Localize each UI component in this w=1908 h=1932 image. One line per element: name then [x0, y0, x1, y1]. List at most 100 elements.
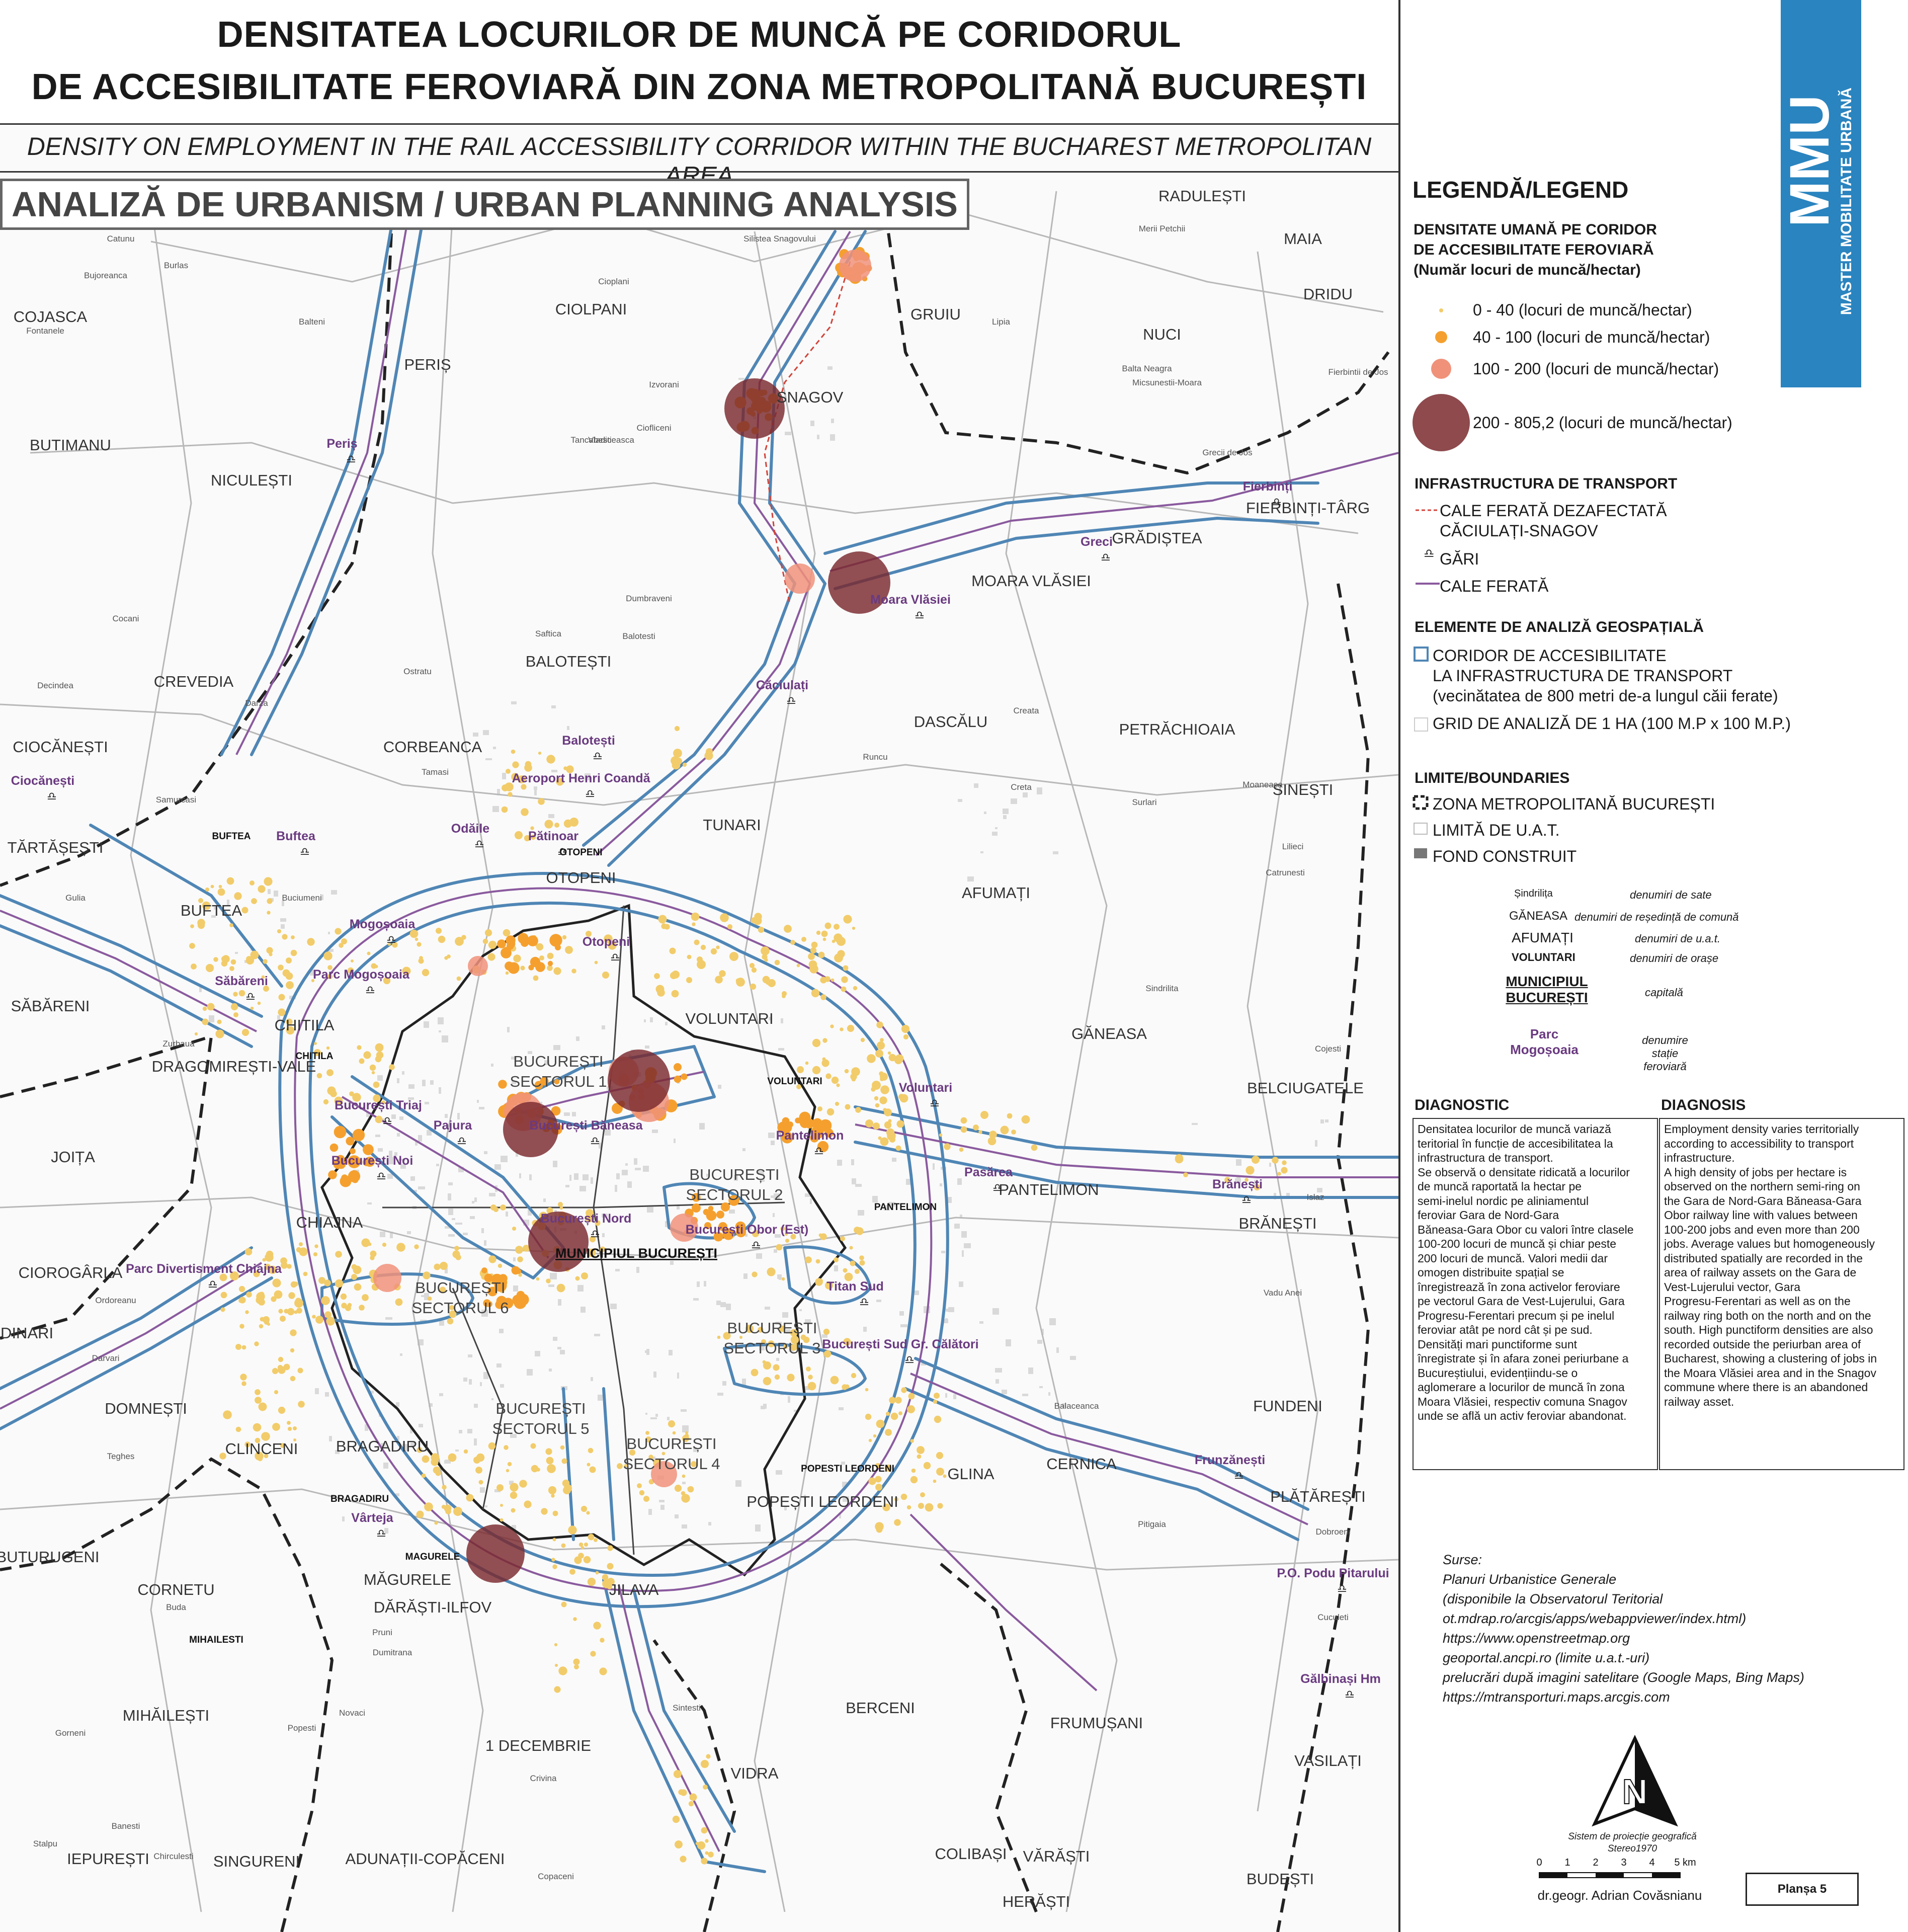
village-label: Zurbaua — [162, 1039, 195, 1049]
en-line: A high density of jobs per hectare is — [1664, 1165, 1847, 1179]
village-label: Dumbraveni — [626, 594, 672, 603]
en-line: the Moara Vlăsiei area and in the Snagov — [1664, 1366, 1876, 1380]
village-label: Tamasi — [422, 767, 449, 777]
ro-line: omogen distribuite spațial se — [1418, 1266, 1564, 1279]
title-block: DENSITATEA LOCURILOR DE MUNCĂ PE CORIDOR… — [0, 0, 1398, 125]
village-label: Tancabesti — [570, 435, 611, 445]
map-canvas[interactable]: RADULEȘTIMAIADRIDUGRUIUNUCICIOLPANISNAGO… — [0, 0, 1398, 1932]
uat-label: HERĂȘTI — [1003, 1893, 1070, 1910]
station-icon: ♎ — [915, 609, 925, 622]
uat-label: PERIȘ — [404, 356, 451, 373]
station-icon: ♎ — [610, 951, 620, 964]
ro-line: semi-inelul nordic pe aliniamentul — [1418, 1194, 1589, 1208]
uat-label: PLĂTĂREȘTI — [1270, 1488, 1366, 1505]
north-letter: N — [1622, 1772, 1648, 1811]
transport-symbols: ♎ — [1416, 509, 1440, 585]
station-label: Mogoșoaia — [350, 917, 416, 931]
uat-label: CLINCENI — [225, 1440, 298, 1458]
brand-long: MASTER MOBILITATE URBANĂ — [1838, 88, 1855, 315]
station-label: Frunzănești — [1195, 1453, 1265, 1467]
village-label: Sindrilita — [1145, 984, 1179, 993]
station-label: Gălbinași Hm — [1300, 1672, 1381, 1686]
station-icon: ♎ — [593, 750, 603, 763]
uat-label: MIHĂILEȘTI — [123, 1707, 209, 1724]
uat-label: SNAGOV — [777, 388, 844, 406]
transport-railway: CALE FERATĂ — [1440, 577, 1549, 595]
village-label: Copaceni — [538, 1872, 574, 1881]
station-label: Parc Mogoșoaia — [313, 968, 410, 982]
uat-label: POPEȘTI LEORDENI — [746, 1493, 898, 1510]
village-label: Sintesti — [673, 1703, 701, 1713]
transport-disused-2: CĂCIULAȚI-SNAGOV — [1440, 522, 1598, 540]
uat-boundaries — [0, 191, 1398, 1912]
ro-line: 200 locuri de muncă. Valori medii dar — [1418, 1251, 1608, 1265]
author: dr.geogr. Adrian Covăsnianu — [1537, 1888, 1702, 1903]
village-label: Ciofliceni — [637, 423, 672, 433]
station-icon: ♎ — [245, 991, 256, 1003]
town-label: VOLUNTARI — [767, 1076, 822, 1087]
uat-label: BELCIUGATELE — [1247, 1079, 1364, 1097]
scale-tick-0: 0 — [1536, 1857, 1542, 1868]
village-label: Dumitrana — [373, 1648, 412, 1657]
uat-label: VĂRĂȘTI — [1023, 1847, 1090, 1865]
ro-line: infrastructura de transport. — [1418, 1151, 1553, 1164]
station-label: București Obor (Est) — [686, 1223, 808, 1237]
station-icon: ♎ — [814, 1145, 824, 1158]
station-label: Greci — [1081, 535, 1113, 549]
village-label: Islaz — [1307, 1192, 1324, 1202]
station-label: București Nord — [541, 1212, 632, 1226]
uat-label: VASILAȚI — [1294, 1752, 1362, 1769]
station-label: București Sud Gr. Călători — [822, 1337, 978, 1351]
ro-line: Băneasa-Gara Obor cu valori între clasel… — [1418, 1223, 1634, 1236]
station-icon: ♎ — [1241, 1194, 1252, 1206]
uat-label: CHITILA — [275, 1016, 335, 1034]
village-label: Balotesti — [622, 631, 655, 641]
uat-label: BALOTEȘTI — [526, 653, 612, 670]
station-label: Otopeni — [583, 935, 630, 949]
station-icon: ♎ — [1345, 1688, 1355, 1701]
village-label: Chirculesti — [153, 1852, 193, 1861]
uat-labels: RADULEȘTIMAIADRIDUGRUIUNUCICIOLPANISNAGO… — [0, 187, 1370, 1910]
density-class-1-symbol — [1439, 308, 1443, 312]
uat-label: NUCI — [1143, 326, 1181, 343]
station-label: Pajura — [434, 1118, 473, 1133]
en-line: Vest-Lujerului vector, Gara — [1664, 1280, 1801, 1294]
uat-label: SINEȘTI — [1273, 781, 1334, 798]
en-line: infrastructure. — [1664, 1151, 1735, 1164]
uat-label: MAIA — [1284, 230, 1322, 248]
village-label: Burlas — [164, 261, 188, 270]
station-label: București Noi — [331, 1154, 413, 1168]
uat-label: BUTIMANU — [30, 436, 111, 454]
station-label: Balotești — [562, 734, 615, 748]
village-label: Darvari — [92, 1353, 120, 1363]
ro-line: înregistrate și în afara zonei periurban… — [1418, 1352, 1629, 1365]
village-label: Fierbintii de Jos — [1328, 367, 1388, 377]
village-label: Darza — [245, 698, 268, 708]
village-label: Ordoreanu — [95, 1296, 136, 1305]
uat-label: BUFTEA — [181, 902, 242, 919]
diagnostic-en-heading: DIAGNOSIS — [1661, 1097, 1746, 1113]
density-class-4: 200 - 805,2 (locuri de muncă/hectar) — [1473, 414, 1732, 432]
ro-line: de muncă raportată la hectar pe — [1418, 1180, 1582, 1193]
uat-label: CIOLPANI — [555, 300, 627, 318]
town-label: POPESTI LEORDENI — [801, 1464, 894, 1474]
naming-sample-town: VOLUNTARI — [1512, 951, 1575, 963]
village-label: Silistea Snagovului — [743, 234, 816, 244]
village-label: Stalpu — [33, 1839, 57, 1848]
village-label: Bujoreanca — [84, 271, 128, 280]
town-label: MIHAILESTI — [189, 1635, 243, 1645]
naming-desc-commune: denumiri de reședință de comună — [1574, 911, 1739, 923]
density-class-1: 0 - 40 (locuri de muncă/hectar) — [1473, 301, 1692, 319]
subtitle-divider — [0, 171, 1398, 173]
town-label: PANTELIMON — [874, 1202, 937, 1213]
station-label: Pantelimon — [776, 1129, 844, 1143]
geo-symbols — [1414, 647, 1429, 732]
uat-label: CORNETU — [137, 1581, 214, 1598]
density-heading-2: DE ACCESIBILITATE FEROVIARĂ — [1414, 242, 1654, 258]
village-label: Izvorani — [649, 380, 679, 389]
village-label: Samurcasi — [156, 795, 196, 804]
uat-label: MĂGURELE — [364, 1571, 451, 1588]
